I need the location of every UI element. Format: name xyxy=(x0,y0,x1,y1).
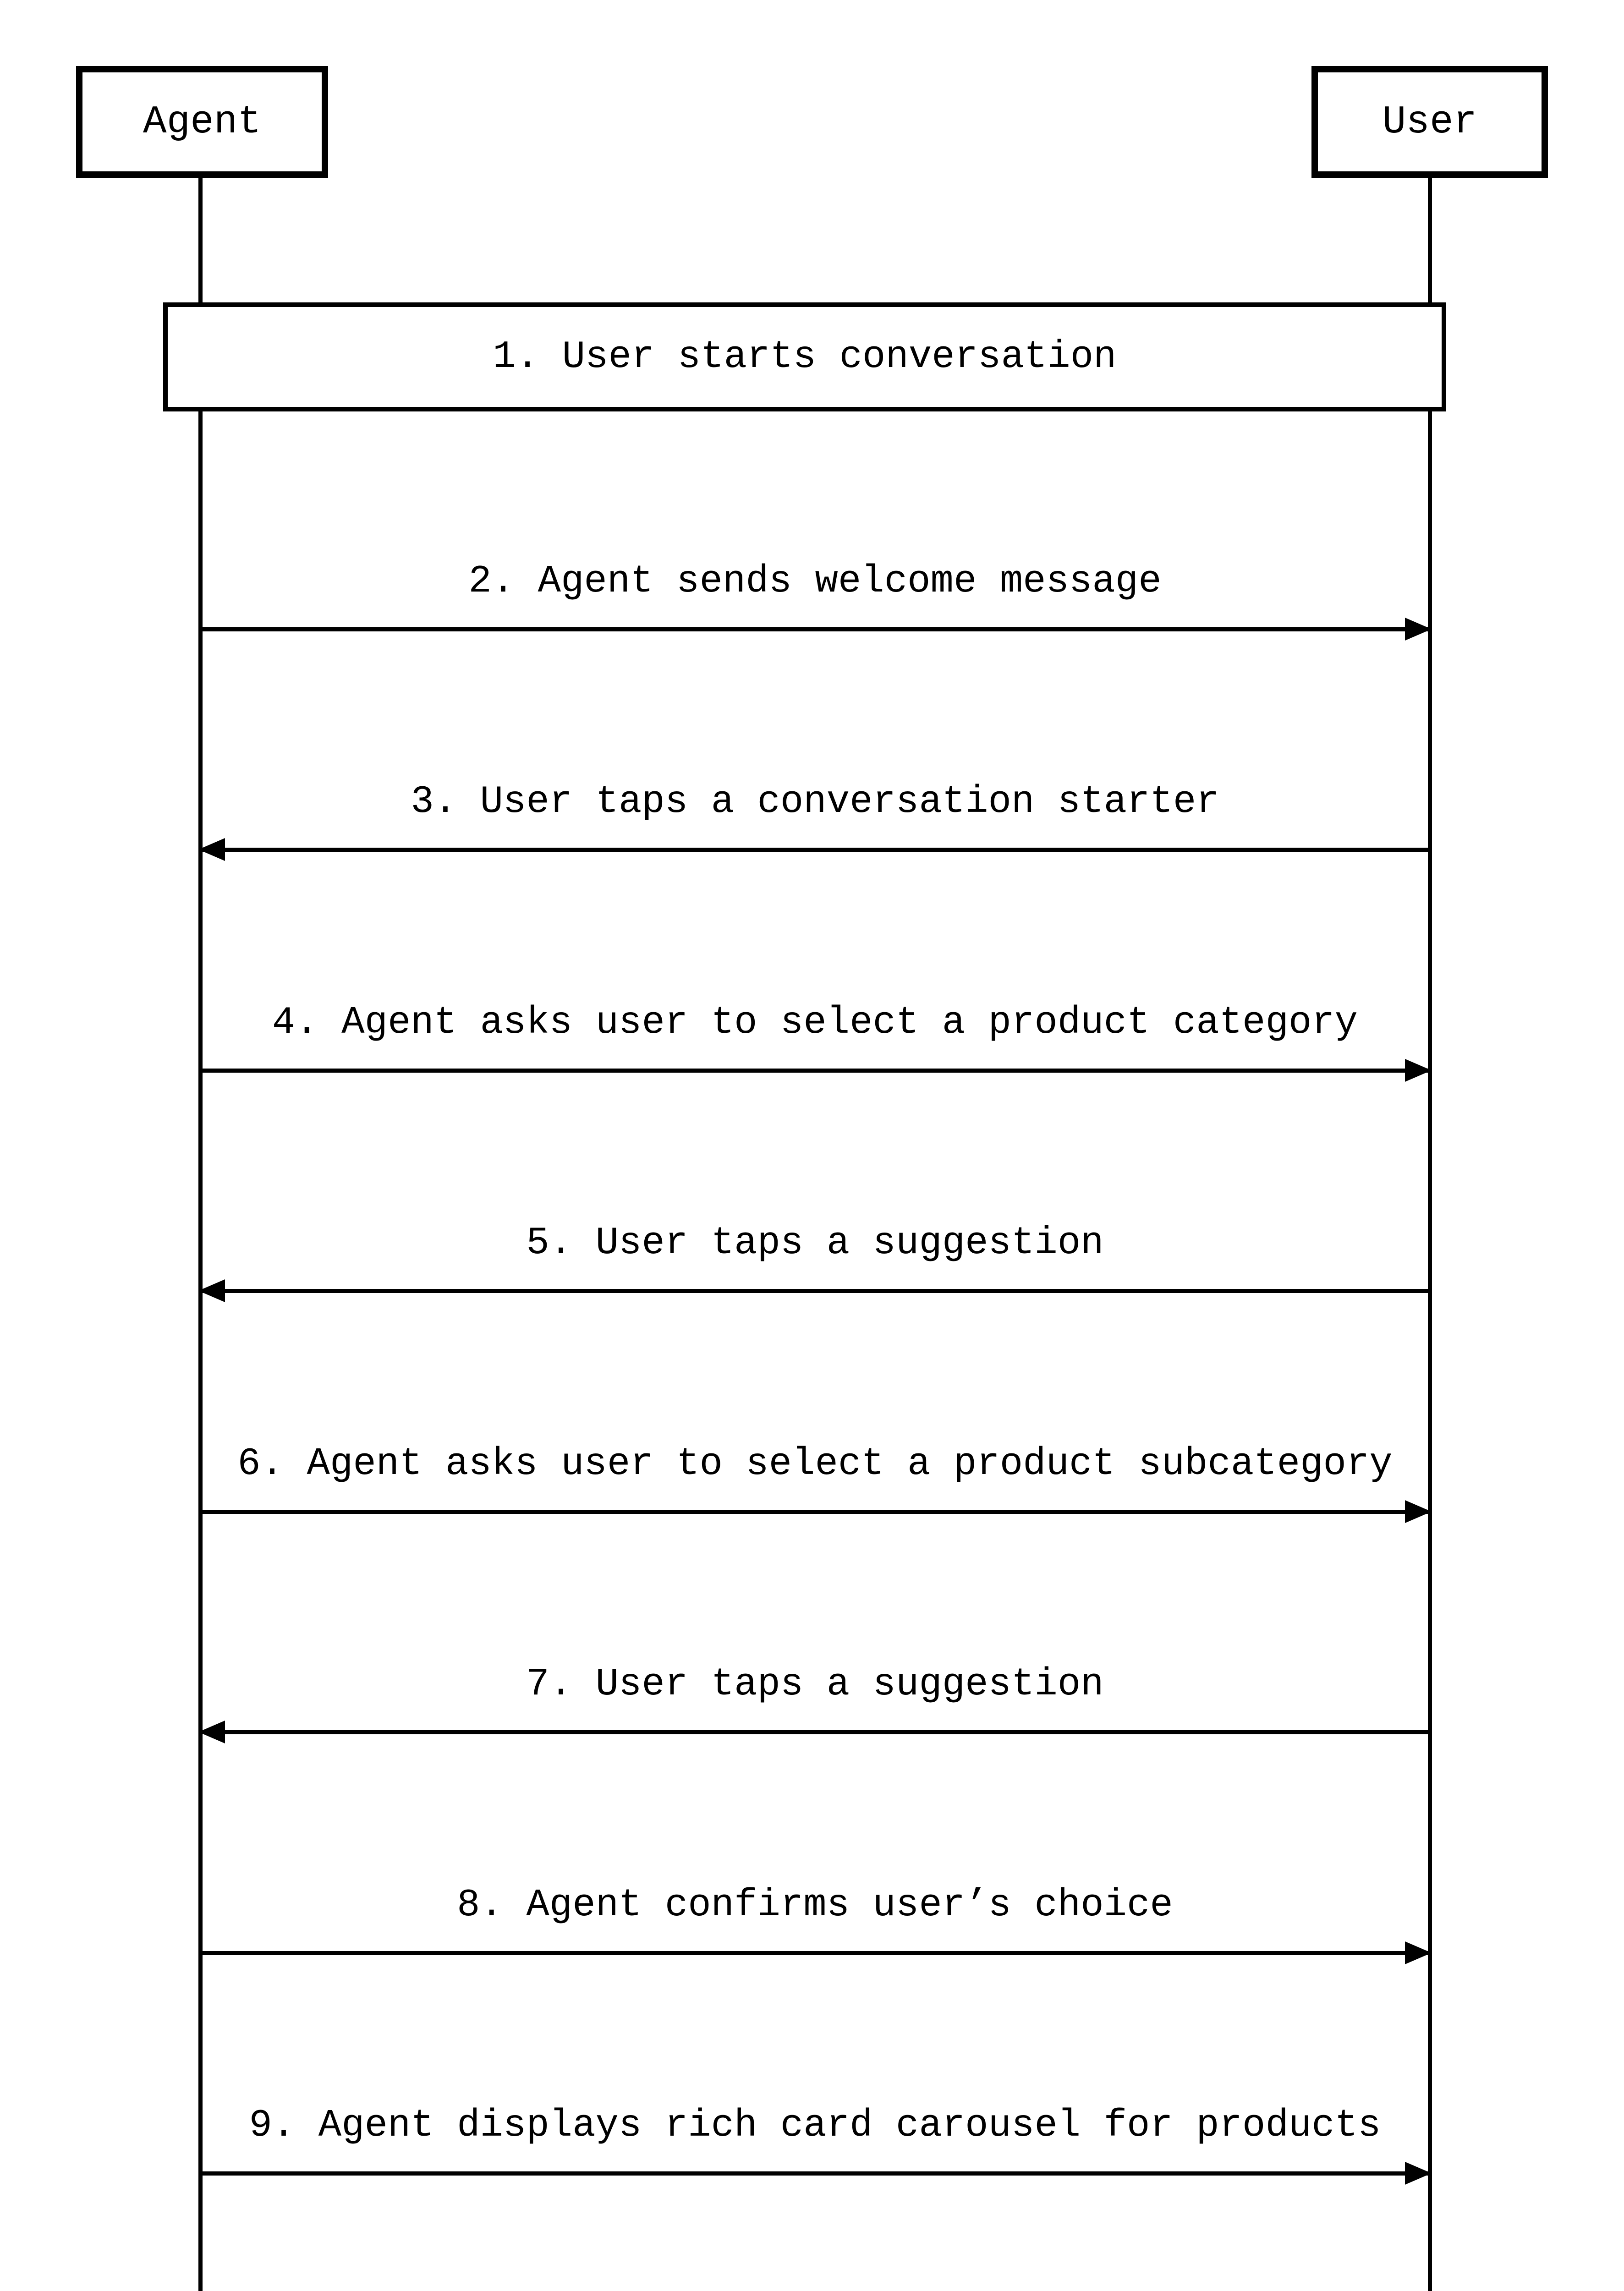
arrowhead-right-icon xyxy=(1405,618,1432,641)
message-arrow-line xyxy=(200,1069,1430,1073)
arrowhead-right-icon xyxy=(1405,1941,1432,1964)
message-label: 3. User taps a conversation starter xyxy=(411,780,1219,824)
message-arrow-line xyxy=(200,1730,1430,1734)
actor-label-agent: Agent xyxy=(143,99,262,144)
message-arrow-line xyxy=(200,2171,1430,2176)
actor-label-user: User xyxy=(1382,99,1477,144)
arrowhead-right-icon xyxy=(1405,2162,1432,2185)
user-lifeline xyxy=(1428,177,1432,2291)
arrowhead-right-icon xyxy=(1405,1059,1432,1082)
actor-box-user-top: User xyxy=(1311,66,1548,178)
arrowhead-left-icon xyxy=(198,1279,225,1302)
message-arrow-line xyxy=(200,1289,1430,1293)
message-label: 2. Agent sends welcome message xyxy=(468,560,1162,603)
arrowhead-left-icon xyxy=(198,1721,225,1743)
note-label: 1. User starts conversation xyxy=(493,335,1117,379)
arrowhead-left-icon xyxy=(198,838,225,861)
message-label: 9. Agent displays rich card carousel for… xyxy=(249,2104,1381,2148)
message-arrow-line xyxy=(200,848,1430,852)
message-label: 6. Agent asks user to select a product s… xyxy=(237,1442,1393,1486)
message-arrow-line xyxy=(200,1510,1430,1514)
message-arrow-line xyxy=(200,627,1430,631)
message-label: 5. User taps a suggestion xyxy=(526,1222,1104,1265)
note-banner: 1. User starts conversation xyxy=(163,302,1446,411)
message-label: 8. Agent confirms user’s choice xyxy=(457,1884,1173,1927)
arrowhead-right-icon xyxy=(1405,1500,1432,1523)
agent-lifeline xyxy=(198,177,203,2291)
message-label: 4. Agent asks user to select a product c… xyxy=(272,1001,1358,1045)
message-label: 7. User taps a suggestion xyxy=(526,1663,1104,1706)
actor-box-agent-top: Agent xyxy=(76,66,328,178)
message-arrow-line xyxy=(200,1951,1430,1955)
